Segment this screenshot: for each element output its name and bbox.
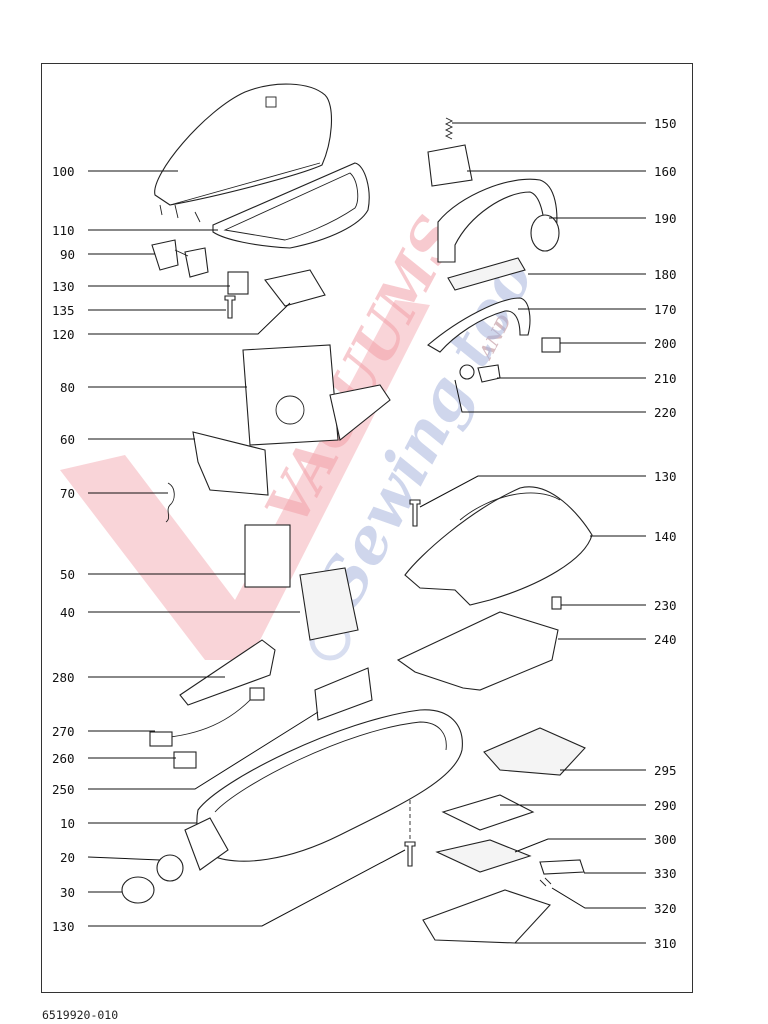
part-170-grip [427,297,531,353]
label-130: 130 [52,279,75,294]
part-40-grille [299,567,359,641]
part-300-honeycomb [435,839,532,873]
label-330: 330 [654,866,677,881]
leader-lines [87,122,646,944]
label-135: 135 [52,303,75,318]
part-135-screw [224,295,236,319]
part-280-rail [179,639,276,706]
part-270-cable [149,687,265,747]
part-190-handle [437,178,560,263]
label-40: 40 [60,605,75,620]
label-250: 250 [52,782,75,797]
part-130-screw-right [409,499,421,527]
label-190: 190 [654,211,677,226]
label-70: 70 [60,486,75,501]
watermark-v-shape [60,300,430,660]
label-310: 310 [654,936,677,951]
label-290: 290 [654,798,677,813]
label-80: 80 [60,380,75,395]
part-220-gear [459,364,475,380]
part-20-ring [156,854,184,882]
label-280: 280 [52,670,75,685]
part-80-bag-holder [242,344,391,446]
label-260: 260 [52,751,75,766]
part-10-base [184,709,463,871]
label-140: 140 [654,529,677,544]
label-50: 50 [60,567,75,582]
label-110: 110 [52,223,75,238]
label-150: 150 [654,116,677,131]
part-110-frame [212,162,370,249]
label-300: 300 [654,832,677,847]
label-320: 320 [654,901,677,916]
label-270: 270 [52,724,75,739]
part-310-cover [422,889,551,944]
label-180: 180 [654,267,677,282]
part-150-spring [444,117,454,140]
part-120-switch [264,269,326,307]
part-70-spring [165,482,175,523]
parts [121,83,593,944]
part-50-filter [244,524,291,588]
diagram-frame [41,63,693,993]
label-200: 200 [654,336,677,351]
part-330-latch [539,859,585,875]
label-160: 160 [654,164,677,179]
part-210-knob [477,364,501,383]
part-290-pad [441,794,535,831]
diagram-code: 6519920-010 [42,1008,119,1022]
label-170: 170 [654,302,677,317]
part-320-spring [539,877,552,887]
label-220: 220 [654,405,677,420]
part-160-latch [427,144,473,187]
part-200-button [541,337,561,353]
label-130-right: 130 [654,469,677,484]
label-120: 120 [52,327,75,342]
part-240-seal [396,611,559,691]
part-180-strip [447,257,526,291]
label-240: 240 [654,632,677,647]
label-210: 210 [654,371,677,386]
label-30: 30 [60,885,75,900]
label-230: 230 [654,598,677,613]
label-60: 60 [60,432,75,447]
label-10: 10 [60,816,75,831]
label-295: 295 [654,763,677,778]
label-130-bottom: 130 [52,919,75,934]
part-295-grate [483,727,586,776]
part-30-clamp [121,876,155,904]
part-90-latch [151,239,209,278]
part-130-clip [227,271,249,295]
part-100-lid [154,83,333,223]
label-100: 100 [52,164,75,179]
part-230-screw [551,596,562,610]
labels-right: 150 160 190 180 170 200 210 220 130 140 … [654,116,677,951]
part-60-frame [192,431,269,496]
label-90: 90 [60,247,75,262]
label-20: 20 [60,850,75,865]
part-130-screw-bottom [404,841,416,867]
labels-left: 100 110 90 130 135 120 80 60 70 50 40 28… [52,164,75,934]
part-250-flap [314,667,373,721]
part-260-plug [173,751,197,769]
part-140-top-cover [404,486,593,606]
